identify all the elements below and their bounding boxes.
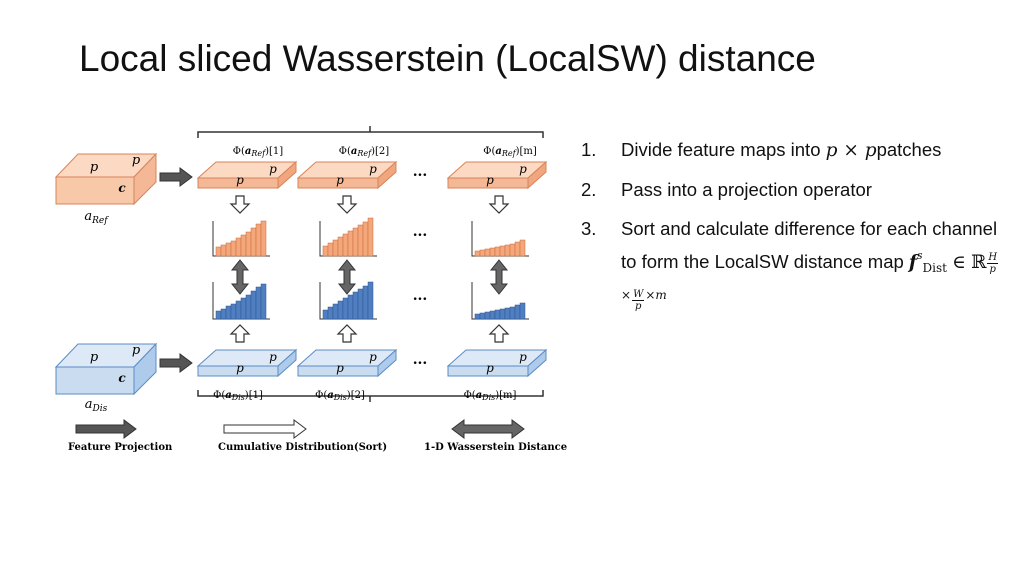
bottom-patch-label-m: Φ(aDis)[m] bbox=[464, 390, 517, 402]
step-3-text: Sort and calculate difference for each c… bbox=[621, 218, 998, 272]
step-1-text-after: patches bbox=[876, 139, 942, 160]
ref-tensor: p p c bbox=[54, 152, 158, 206]
ref-tensor-p-label: p bbox=[90, 160, 99, 175]
svg-text:p: p bbox=[236, 361, 244, 375]
bottom-patch-label-2: Φ(aDis)[2] bbox=[315, 390, 365, 402]
step-2: 2. Pass into a projection operator bbox=[581, 176, 1001, 203]
step-1-text: Divide feature maps into bbox=[621, 139, 826, 160]
compare-arrow-1 bbox=[230, 259, 250, 295]
ref-tensor-c-label: c bbox=[118, 181, 126, 195]
bottom-patch-m: p p bbox=[446, 348, 548, 378]
step-2-number: 2. bbox=[581, 179, 597, 200]
top-brace bbox=[197, 126, 544, 138]
top-patch-label-m: Φ(aRef)[m] bbox=[483, 146, 537, 158]
dis-tensor-p-label: p bbox=[90, 350, 99, 365]
svg-text:p: p bbox=[236, 173, 244, 187]
sort-arrow-top-m bbox=[488, 195, 510, 214]
sort-arrow-bottom-1 bbox=[229, 324, 251, 343]
step-1-math: p × p bbox=[825, 140, 877, 161]
svg-text:p: p bbox=[336, 173, 344, 187]
svg-text:p: p bbox=[369, 350, 377, 364]
dis-tensor-c-label: c bbox=[118, 371, 126, 385]
legend-sort-label: Cumulative Distribution(Sort) bbox=[218, 442, 387, 453]
step-3: 3. Sort and calculate difference for eac… bbox=[581, 215, 1001, 312]
bottom-patch-1: p p bbox=[196, 348, 298, 378]
legend-wasserstein-label: 1-D Wasserstein Distance bbox=[424, 442, 567, 453]
feature-projection-arrow-top bbox=[159, 167, 193, 187]
formula-in: ∈ bbox=[952, 252, 966, 273]
top-patch-label-1: Φ(aRef)[1] bbox=[233, 146, 283, 158]
svg-text:p: p bbox=[336, 361, 344, 375]
svg-text:p: p bbox=[519, 350, 527, 364]
svg-text:p: p bbox=[269, 162, 277, 176]
legend-feature-projection-arrow bbox=[75, 419, 137, 439]
dis-tensor-p2-label: p bbox=[132, 343, 141, 358]
formula-R: ℝ bbox=[970, 252, 987, 273]
legend: Feature Projection Cumulative Distributi… bbox=[68, 419, 567, 453]
svg-text:p: p bbox=[486, 361, 494, 375]
top-patch-m: p p bbox=[446, 160, 548, 190]
formula-f-sub: Dist bbox=[922, 261, 947, 275]
svg-text:p: p bbox=[269, 350, 277, 364]
svg-text:p: p bbox=[519, 162, 527, 176]
formula-m: m bbox=[655, 288, 667, 302]
ref-tensor-p2-label: p bbox=[132, 153, 141, 168]
bottom-patch-2: p p bbox=[296, 348, 398, 378]
localsw-diagram: p p c aRef p p c aDis Φ(aRef)[1] Φ(aRef)… bbox=[54, 126, 567, 453]
dis-tensor: p p c bbox=[54, 342, 158, 396]
bottom-brace bbox=[197, 390, 544, 402]
compare-arrow-m bbox=[489, 259, 509, 295]
top-patch-1: p p bbox=[196, 160, 298, 190]
legend-wasserstein-arrow bbox=[451, 419, 525, 439]
formula-f: f bbox=[908, 252, 917, 273]
bottom-patch-label-1: Φ(aDis)[1] bbox=[213, 390, 263, 402]
ellipsis-compare: ... bbox=[413, 288, 428, 304]
ellipsis-top: ... bbox=[413, 164, 428, 180]
legend-sort-arrow bbox=[223, 419, 307, 439]
ref-tensor-label: aRef bbox=[84, 209, 109, 226]
svg-text:p: p bbox=[486, 173, 494, 187]
legend-feature-projection-label: Feature Projection bbox=[68, 442, 173, 453]
ellipsis-dis-hist: ... bbox=[413, 352, 428, 368]
top-patch-2: p p bbox=[296, 160, 398, 190]
sort-arrow-bottom-m bbox=[488, 324, 510, 343]
sort-arrow-top-1 bbox=[229, 195, 251, 214]
steps-list: 1. Divide feature maps into p × ppatches… bbox=[581, 136, 1001, 324]
compare-arrow-2 bbox=[337, 259, 357, 295]
feature-projection-arrow-bottom bbox=[159, 353, 193, 373]
step-3-number: 3. bbox=[581, 218, 597, 239]
dis-tensor-label: aDis bbox=[85, 397, 108, 414]
step-2-text: Pass into a projection operator bbox=[621, 179, 872, 200]
formula-f-sup: s bbox=[916, 249, 923, 262]
svg-text:p: p bbox=[369, 162, 377, 176]
slide-title: Local sliced Wasserstein (LocalSW) dista… bbox=[79, 38, 816, 79]
step-1: 1. Divide feature maps into p × ppatches bbox=[581, 136, 1001, 164]
sort-arrow-top-2 bbox=[336, 195, 358, 214]
sort-arrow-bottom-2 bbox=[336, 324, 358, 343]
ellipsis-ref-hist: ... bbox=[413, 224, 428, 240]
step-1-number: 1. bbox=[581, 139, 597, 160]
top-patch-label-2: Φ(aRef)[2] bbox=[339, 146, 389, 158]
